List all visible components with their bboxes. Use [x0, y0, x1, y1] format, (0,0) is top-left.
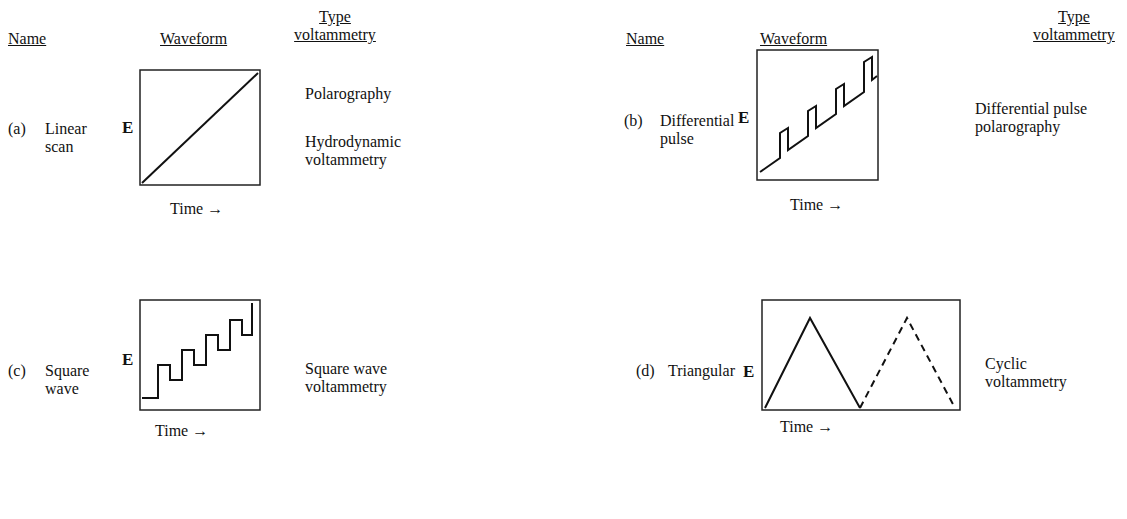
axis-label: E [122, 118, 138, 138]
plot-frame [140, 70, 260, 185]
waveform-name: Triangular [668, 362, 753, 380]
axis-label: E [122, 350, 138, 370]
square-waveform [142, 303, 252, 398]
voltammetry-type: Square wave voltammetry [305, 360, 420, 397]
row-letter: (b) [624, 112, 658, 130]
axis-label: Time → [170, 200, 260, 218]
waveform-name: Differential pulse [660, 112, 750, 149]
row-letter: (a) [8, 120, 42, 138]
column-heading: Type voltammetry [1025, 8, 1123, 45]
column-heading: Name [8, 30, 78, 48]
axis-label: E [738, 108, 754, 128]
waveform-name: Linear scan [45, 120, 107, 157]
triangular-waveform [765, 318, 860, 408]
voltammetry-type: Hydrodynamic voltammetry [305, 133, 430, 170]
plot-frame [140, 300, 260, 410]
pulse-waveform [760, 57, 877, 172]
voltammetry-type: Polarography [305, 85, 445, 103]
column-heading: Waveform [760, 30, 850, 48]
axis-label: Time → [155, 422, 245, 440]
voltammetry-type: Cyclic voltammetry [985, 355, 1095, 392]
linear-waveform [142, 73, 258, 183]
plot-frame [762, 300, 960, 410]
row-letter: (c) [8, 362, 42, 380]
voltammetry-type: Differential pulse polarography [975, 100, 1090, 137]
axis-label: E [743, 362, 759, 382]
triangular-waveform-dashed [860, 318, 955, 408]
axis-label: Time → [780, 418, 870, 436]
row-letter: (d) [636, 362, 670, 380]
column-heading: Name [626, 30, 696, 48]
column-heading: Waveform [160, 30, 250, 48]
waveform-name: Square wave [45, 362, 107, 399]
column-heading: Type voltammetry [285, 8, 385, 45]
axis-label: Time → [790, 196, 880, 214]
plot-frame [757, 50, 878, 180]
